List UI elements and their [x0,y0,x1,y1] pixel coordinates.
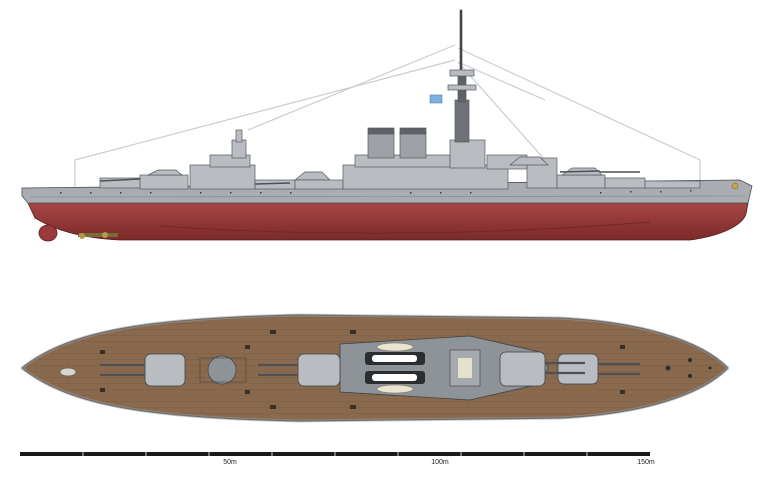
scale-label-50m: 50m [223,459,237,466]
propeller-rudder [38,224,118,242]
turrets-plan [144,351,599,387]
central-superstructure [342,9,558,190]
top-plan-view [21,313,730,423]
aft-superstructure [99,129,344,190]
rigging [74,44,701,190]
bow-crest [731,182,739,190]
turret-barrels-plan [100,361,640,377]
scale-bar: 50m 100m 150m [20,452,655,466]
aft-deckhouse [207,355,237,385]
flag [429,94,443,104]
portholes [60,190,692,194]
side-profile-view [21,9,753,242]
bow-fittings [665,358,712,378]
deck-hatches [100,330,625,409]
hull-lower [27,202,749,241]
side-gun-barrels [99,170,640,185]
stern-fitting [59,367,77,377]
scale-label-150m: 150m [637,459,655,466]
scale-label-100m: 100m [431,459,449,466]
